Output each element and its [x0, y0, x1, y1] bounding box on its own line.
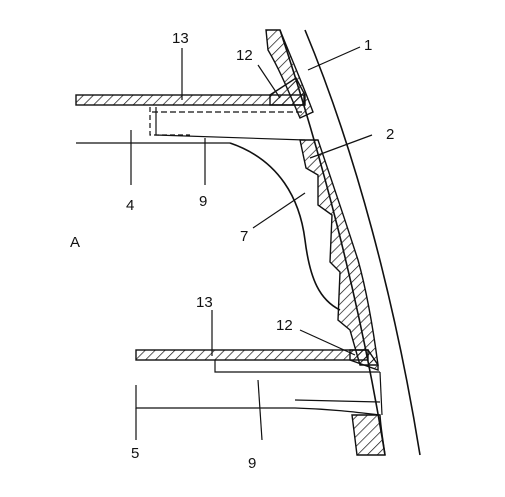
label-1: 1 — [364, 37, 372, 54]
label-5: 5 — [131, 445, 139, 462]
label-9-upper: 9 — [199, 193, 207, 210]
leader-2 — [309, 134, 373, 159]
upper-dashed-outline — [149, 107, 190, 136]
leader-9-lower — [257, 379, 263, 441]
lower-beam-bottom — [135, 385, 381, 416]
label-9-lower: 9 — [248, 455, 256, 472]
lower-hatched-slab — [135, 349, 369, 361]
label-12-upper: 12 — [236, 47, 253, 64]
leader-1 — [307, 46, 361, 71]
leader-12-lower — [299, 329, 356, 356]
upper-slab-wall-joint — [269, 76, 306, 106]
label-4: 4 — [126, 197, 134, 214]
label-13-lower: 13 — [196, 294, 213, 311]
label-7: 7 — [240, 228, 248, 245]
lower-beam-right — [379, 371, 383, 416]
hatched-wall-lower — [351, 414, 386, 456]
label-A: A — [70, 234, 80, 251]
upper-beam-outline — [155, 107, 306, 141]
lower-slab-wall-joint — [349, 349, 379, 371]
outer-shell-outer-curve — [304, 29, 421, 456]
lower-beam-outline — [214, 360, 380, 373]
label-2: 2 — [386, 126, 394, 143]
curved-bracket-7 — [229, 142, 341, 311]
label-12-lower: 12 — [276, 317, 293, 334]
lower-floor-line — [294, 399, 381, 403]
leader-7 — [252, 192, 306, 229]
label-13-upper: 13 — [172, 30, 189, 47]
leader-12-upper — [257, 64, 281, 99]
hatched-lining-blocks — [299, 139, 379, 366]
